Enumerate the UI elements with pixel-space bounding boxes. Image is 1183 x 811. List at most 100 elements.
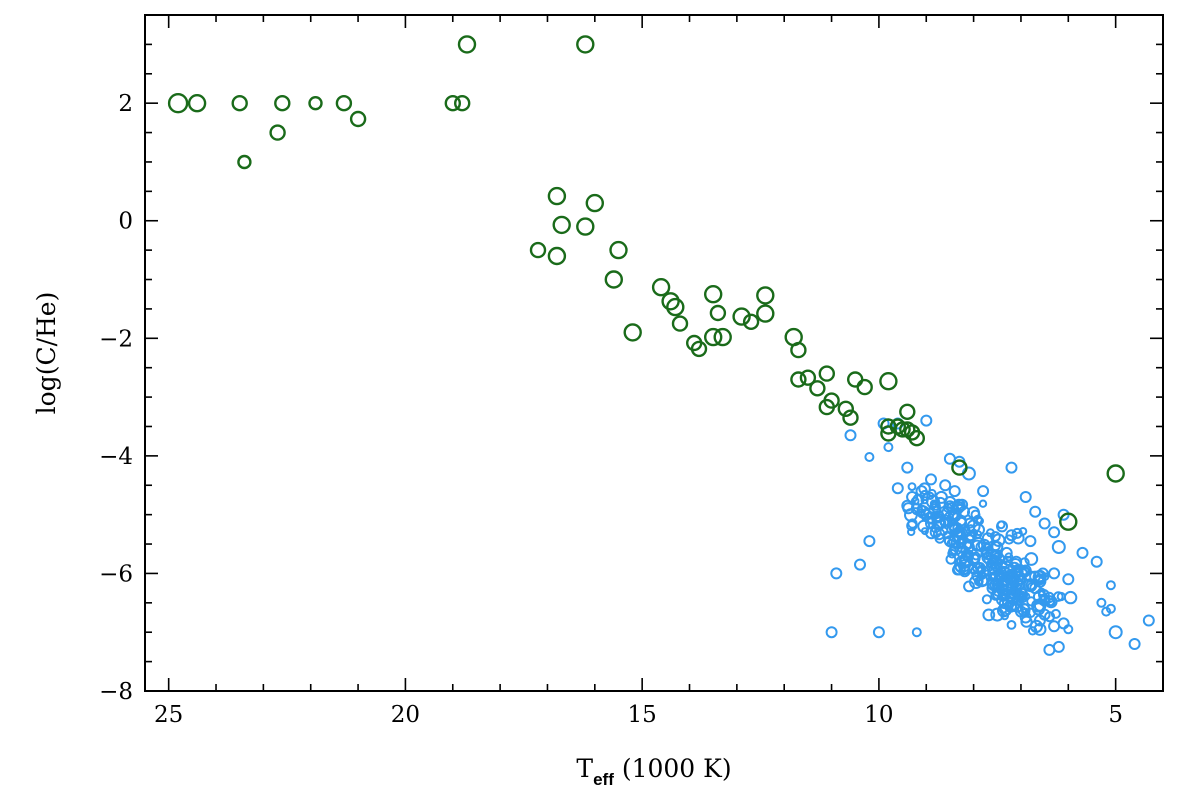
x-tick-label: 15 xyxy=(628,702,657,728)
data-point-cloud xyxy=(988,571,997,580)
data-point xyxy=(576,35,595,54)
data-point-cloud xyxy=(1047,598,1056,607)
data-point xyxy=(187,93,207,113)
data-point xyxy=(951,459,968,476)
data-point xyxy=(809,380,826,397)
data-point-cloud xyxy=(947,548,957,559)
data-point xyxy=(879,372,898,391)
data-point xyxy=(915,485,928,498)
data-point xyxy=(1005,529,1018,542)
data-point xyxy=(872,626,885,639)
data-point xyxy=(929,526,942,539)
data-point-cloud xyxy=(952,562,966,576)
data-point xyxy=(576,217,595,236)
y-tick-label: −6 xyxy=(99,561,133,587)
data-point xyxy=(1038,517,1051,530)
data-point xyxy=(1105,580,1116,591)
data-point xyxy=(704,327,723,347)
data-point xyxy=(825,626,838,639)
y-tick-label: 0 xyxy=(118,209,133,235)
data-point xyxy=(454,94,471,112)
data-point xyxy=(457,35,477,54)
data-point xyxy=(709,304,727,322)
data-point xyxy=(1096,597,1107,608)
data-point xyxy=(1029,505,1042,518)
data-point xyxy=(842,409,859,426)
data-point xyxy=(844,429,857,442)
data-point xyxy=(790,371,807,388)
data-point-cloud xyxy=(1015,587,1029,601)
y-tick-label: −4 xyxy=(99,444,133,470)
data-point xyxy=(1108,625,1123,640)
data-point-cloud xyxy=(1006,574,1020,587)
data-point xyxy=(1048,567,1061,580)
data-point xyxy=(986,582,999,595)
data-point xyxy=(308,95,323,111)
x-tick-label: 20 xyxy=(391,702,420,728)
data-point xyxy=(666,297,685,317)
data-point xyxy=(891,482,904,495)
data-point xyxy=(899,403,916,420)
x-axis-title-subscript: eff xyxy=(593,770,614,789)
data-point xyxy=(818,365,835,382)
data-point xyxy=(943,535,956,548)
data-point xyxy=(756,286,775,305)
data-point-cloud xyxy=(1033,622,1047,636)
data-point-cloud xyxy=(1044,595,1058,609)
data-point xyxy=(713,327,732,347)
data-point-cloud xyxy=(945,553,957,565)
data-point xyxy=(742,313,760,330)
data-point xyxy=(529,241,547,259)
data-point xyxy=(901,499,914,512)
plot-area xyxy=(167,35,1155,656)
data-point xyxy=(274,94,291,112)
data-point-cloud xyxy=(963,580,975,593)
data-point xyxy=(830,567,843,580)
data-point-cloud xyxy=(934,490,948,504)
data-point xyxy=(1000,546,1013,559)
data-point-cloud xyxy=(969,528,979,538)
data-point xyxy=(854,558,866,571)
data-point xyxy=(906,491,919,503)
data-point xyxy=(856,378,873,396)
data-point xyxy=(1057,617,1070,630)
data-point xyxy=(1105,603,1116,614)
data-point xyxy=(901,461,914,474)
data-point xyxy=(1062,573,1075,586)
data-point-cloud xyxy=(920,527,929,536)
data-point xyxy=(925,517,937,530)
background-cloud-points xyxy=(902,482,1078,636)
data-point xyxy=(864,452,875,462)
data-point xyxy=(547,186,567,206)
data-point-cloud xyxy=(907,482,917,492)
data-point xyxy=(908,430,925,447)
data-point xyxy=(958,505,971,518)
data-point xyxy=(237,154,252,170)
data-point xyxy=(671,315,689,332)
data-point xyxy=(894,421,911,438)
data-point xyxy=(939,479,952,492)
data-point xyxy=(1051,540,1066,554)
data-point xyxy=(690,340,708,358)
data-point xyxy=(920,414,933,427)
data-point xyxy=(1010,555,1023,568)
data-point xyxy=(847,371,864,388)
data-point xyxy=(996,520,1008,533)
data-point xyxy=(1142,614,1155,627)
data-point xyxy=(1090,555,1103,568)
data-point-cloud xyxy=(1018,527,1028,536)
data-point xyxy=(732,307,751,326)
data-point xyxy=(269,124,286,141)
data-point xyxy=(609,240,628,260)
data-point xyxy=(552,215,571,235)
y-tick-label: −8 xyxy=(99,679,133,705)
x-axis-title-main: T xyxy=(576,754,593,783)
data-point-cloud xyxy=(1050,608,1061,619)
data-point xyxy=(818,398,835,416)
data-point xyxy=(996,593,1008,606)
data-point xyxy=(1033,599,1046,612)
data-point xyxy=(1059,512,1078,531)
data-point xyxy=(990,607,1005,622)
data-point xyxy=(948,485,961,498)
data-point-cloud xyxy=(978,499,988,508)
